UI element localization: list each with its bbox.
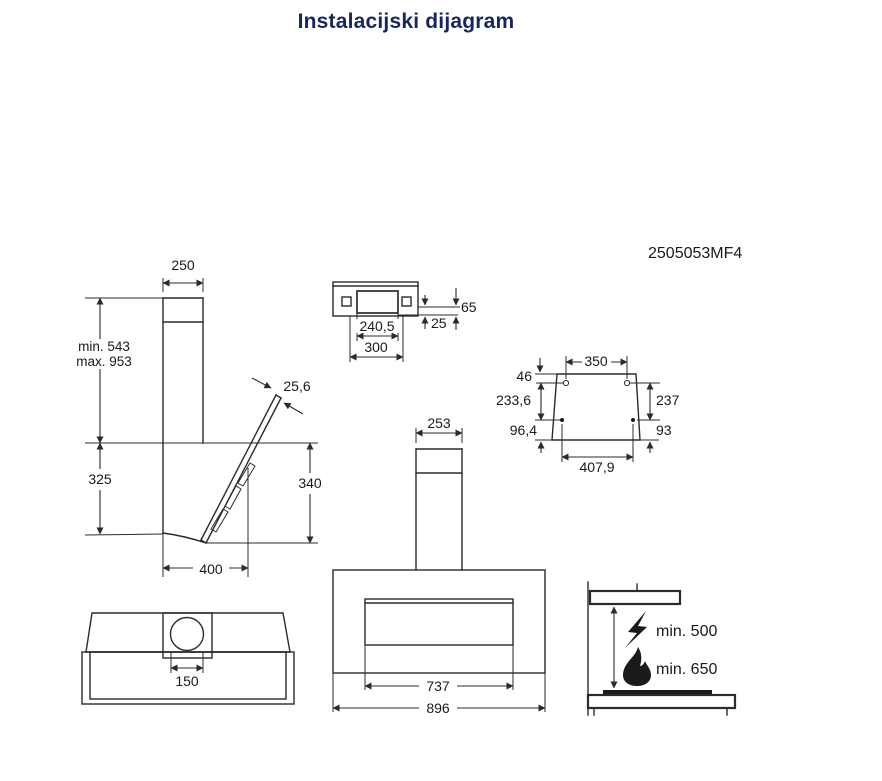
dim-left-hole-span: 233,6	[496, 392, 531, 408]
flame-icon	[623, 647, 651, 686]
clearance-electric-label: min. 500	[656, 623, 717, 640]
side-view-drawing: 250 min. 543 max. 953 25,6 325 340 400	[68, 257, 326, 577]
clearance-drawing: min. 500 min. 650	[586, 581, 737, 716]
dim-right-hole-span: 237	[656, 392, 680, 408]
dim-bottom-right-offset: 93	[656, 422, 672, 438]
bottom-view-drawing: 150	[81, 612, 295, 705]
lightning-icon	[625, 611, 647, 648]
dim-duct-diameter: 150	[175, 673, 199, 689]
dim-duct-depth: 65	[461, 299, 477, 315]
dim-total-width: 896	[426, 700, 450, 716]
dim-bottom-hole-spacing: 407,9	[579, 459, 614, 475]
dim-top-hole-spacing: 350	[584, 353, 608, 369]
dim-bracket-width: 300	[364, 339, 388, 355]
dim-front-height: 340	[298, 475, 322, 491]
dim-side-chimney-width: 250	[171, 257, 195, 273]
dim-glass-thickness: 25,6	[283, 378, 310, 394]
dim-top-edge-offset: 46	[516, 368, 532, 384]
model-number: 2505053MF4	[648, 245, 742, 262]
front-view-drawing: 253 737 896	[332, 415, 546, 716]
dim-duct-offset: 25	[431, 315, 447, 331]
dim-panel-width: 737	[426, 678, 450, 694]
dim-duct-width: 240,5	[359, 318, 394, 334]
mounting-template-drawing: 350 46 233,6 96,4 237 93 407,9	[496, 353, 680, 475]
dim-height-min: min. 543	[78, 339, 130, 354]
clearance-gas-label: min. 650	[656, 661, 717, 678]
dim-front-chimney-width: 253	[427, 415, 451, 431]
dim-back-height: 325	[88, 471, 112, 487]
duct-top-view-drawing: 240,5 300 25 65	[332, 281, 477, 362]
dim-depth: 400	[199, 561, 223, 577]
dim-bottom-left-offset: 96,4	[510, 422, 537, 438]
dim-height-max: max. 953	[76, 354, 132, 369]
page-title: Instalacijski dijagram	[297, 10, 515, 33]
